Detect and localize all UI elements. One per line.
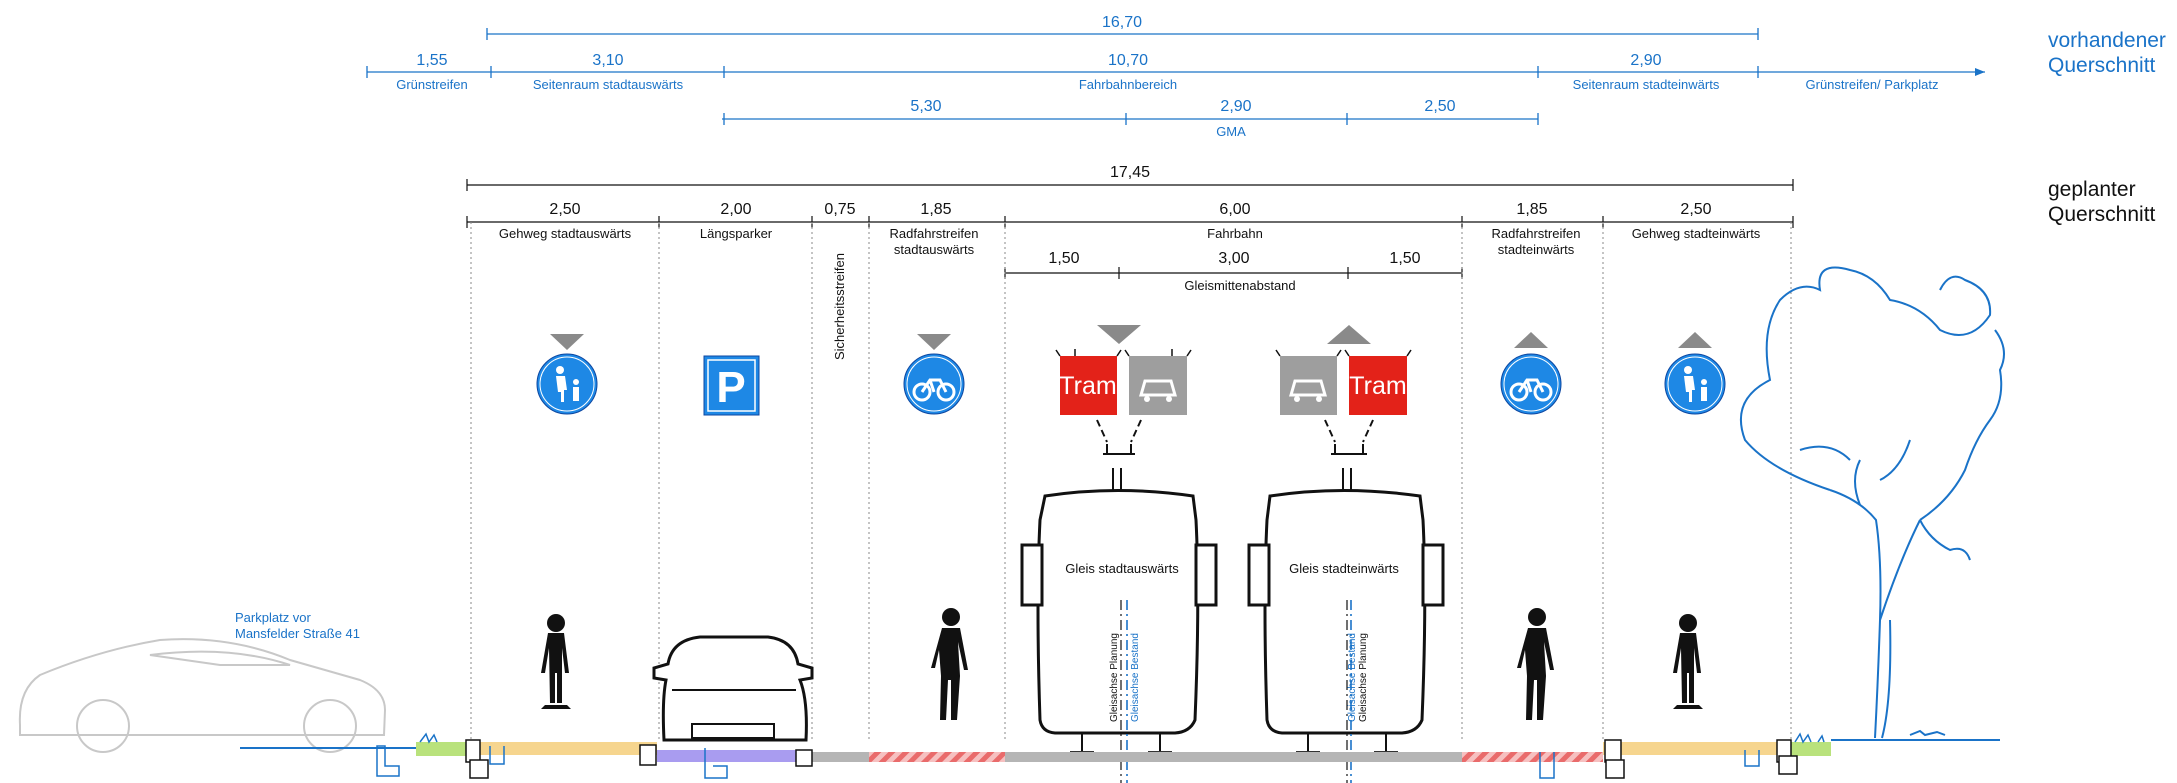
planned-label-gehweg-ein: Gehweg stadteinwärts xyxy=(1632,226,1761,241)
planned-dim-5: 6,00 xyxy=(1219,201,1250,218)
track-label: Gleismittenabstand xyxy=(1184,278,1295,293)
planned-label-rad-aus-1: Radfahrstreifen xyxy=(890,226,979,241)
existing-dim-3: 10,70 xyxy=(1108,52,1148,69)
planned-dimensions: 17,45 2,50 2,00 0,75 1,85 6,00 1,85 2,50… xyxy=(466,164,2156,360)
axis-label-out-planned: Gleisachse Planung xyxy=(1109,633,1120,722)
tram-inbound: Gleis stadteinwärts xyxy=(1247,468,1445,758)
planned-label-sicherheitsstreifen: Sicherheitsstreifen xyxy=(832,253,847,360)
bike-sign-out xyxy=(903,334,965,415)
bike-sign-in xyxy=(1500,332,1562,415)
planned-label-gehweg-aus: Gehweg stadtauswärts xyxy=(499,226,632,241)
parking-letter: P xyxy=(716,363,745,412)
planned-label-fahrbahn: Fahrbahn xyxy=(1207,226,1263,241)
axis-label-in-existing: Gleisachse Bestand xyxy=(1347,633,1358,722)
existing-curbs xyxy=(376,745,1760,779)
existing-label-gruenstreifen: Grünstreifen xyxy=(396,77,468,92)
planned-dim-4: 1,85 xyxy=(920,201,951,218)
parked-car-side xyxy=(18,638,387,753)
existing-dim-1: 1,55 xyxy=(416,52,447,69)
pedestrian-sign-in xyxy=(1664,332,1726,415)
parking-note-1: Parkplatz vor xyxy=(235,610,312,625)
tram-text-in: Tram xyxy=(1349,372,1406,400)
axis-label-out-existing: Gleisachse Bestand xyxy=(1130,633,1141,722)
tram-in-label: Gleis stadteinwärts xyxy=(1289,561,1399,576)
track-dim-2: 3,00 xyxy=(1218,250,1249,267)
segment-guides xyxy=(470,222,1792,740)
gma-dim-3: 2,50 xyxy=(1424,98,1455,115)
tram-text-out: Tram xyxy=(1059,372,1116,400)
planned-label-rad-ein-1: Radfahrstreifen xyxy=(1492,226,1581,241)
pedestrian-figure-out xyxy=(541,614,571,709)
existing-total: 16,70 xyxy=(1102,14,1142,31)
existing-title-1: vorhandener xyxy=(2048,29,2166,52)
existing-label-seitenraum-aus: Seitenraum stadtauswärts xyxy=(533,77,684,92)
gma-dim-1: 5,30 xyxy=(910,98,941,115)
gma-label: GMA xyxy=(1216,124,1246,139)
parking-note-2: Mansfelder Straße 41 xyxy=(235,626,360,641)
cyclist-figure-out xyxy=(931,608,968,720)
axis-label-in-planned: Gleisachse Planung xyxy=(1358,633,1369,722)
planned-total: 17,45 xyxy=(1110,164,1150,181)
planned-dim-6: 1,85 xyxy=(1516,201,1547,218)
curbs xyxy=(465,739,1798,779)
planned-title-2: Querschnitt xyxy=(2048,203,2156,226)
pedestrian-figure-in xyxy=(1673,614,1703,709)
track-dim-3: 1,50 xyxy=(1389,250,1420,267)
tram-outbound: Gleis stadtauswärts xyxy=(1020,468,1218,758)
existing-label-parkplatz: Grünstreifen/ Parkplatz xyxy=(1806,77,1939,92)
planned-dim-7: 2,50 xyxy=(1680,201,1711,218)
lane-signal-out: Tram xyxy=(1055,325,1192,455)
planned-label-laengsparker: Längsparker xyxy=(700,226,773,241)
planned-dim-1: 2,50 xyxy=(549,201,580,218)
tram-out-label: Gleis stadtauswärts xyxy=(1065,561,1179,576)
planned-label-rad-aus-2: stadtauswärts xyxy=(894,242,975,257)
gma-dim-2: 2,90 xyxy=(1220,98,1251,115)
parked-car-front xyxy=(652,635,814,742)
tree-sketch xyxy=(1740,266,2005,739)
ground-surfaces xyxy=(240,732,2000,762)
existing-label-fahrbahnbereich: Fahrbahnbereich xyxy=(1079,77,1177,92)
track-axes: Gleisachse Planung Gleisachse Bestand Gl… xyxy=(1109,600,1369,783)
existing-title-2: Querschnitt xyxy=(2048,54,2156,77)
existing-label-seitenraum-ein: Seitenraum stadteinwärts xyxy=(1573,77,1720,92)
existing-dim-2: 3,10 xyxy=(592,52,623,69)
pedestrian-sign-out xyxy=(536,334,598,415)
planned-title-1: geplanter xyxy=(2048,178,2136,201)
lane-signal-in: Tram xyxy=(1275,325,1412,455)
existing-dimensions: 16,70 1,55 3,10 10,70 2,90 Grünstreifen … xyxy=(366,14,2166,139)
existing-dim-4: 2,90 xyxy=(1630,52,1661,69)
planned-dim-2: 2,00 xyxy=(720,201,751,218)
planned-dim-3: 0,75 xyxy=(824,201,855,218)
planned-label-rad-ein-2: stadteinwärts xyxy=(1498,242,1575,257)
track-dim-1: 1,50 xyxy=(1048,250,1079,267)
cyclist-figure-in xyxy=(1517,608,1554,720)
parking-sign: P xyxy=(703,355,760,416)
